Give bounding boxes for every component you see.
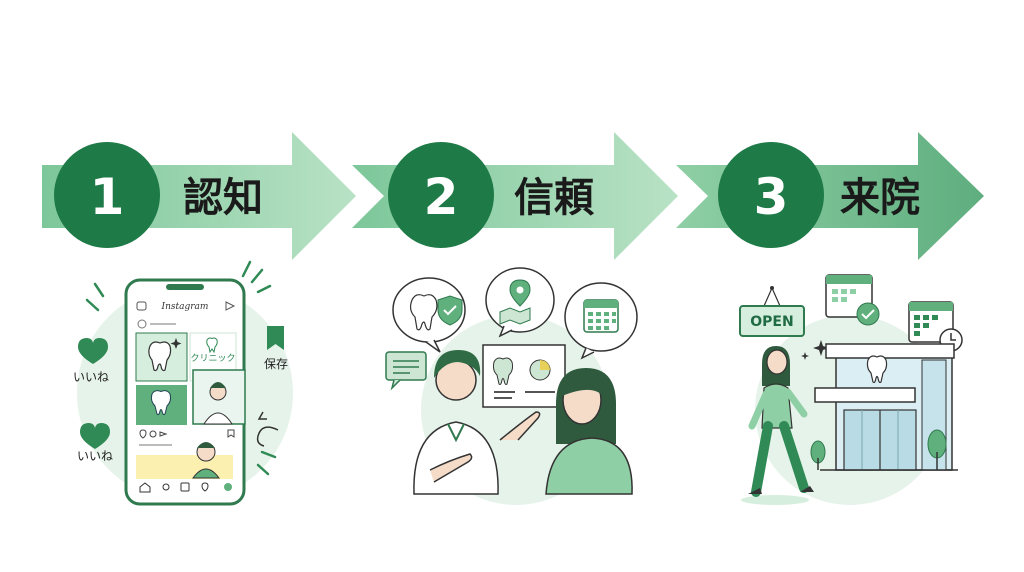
- camera-icon: [136, 301, 147, 311]
- calendar-clock-icon: [908, 301, 963, 352]
- tree-icon: [810, 429, 947, 470]
- like-label-2: いいね: [77, 449, 113, 463]
- step-2-number: 2: [424, 168, 459, 226]
- share-arrow-icon: [256, 426, 279, 447]
- search-icon-small: [162, 483, 170, 491]
- open-sign-text: OPEN: [750, 314, 793, 330]
- send-icon: [225, 301, 236, 311]
- step-1-number: 1: [90, 168, 125, 226]
- instagram-logo-text: Instagram: [161, 302, 209, 312]
- step-1-title: 認知: [183, 175, 263, 221]
- explanation-board: [482, 344, 566, 408]
- home-icon: [139, 482, 151, 493]
- open-sign: OPEN: [739, 286, 805, 337]
- step-3-circle: [718, 142, 824, 248]
- tooth-icon: [148, 341, 172, 372]
- step-2-title: 信頼: [514, 175, 595, 221]
- map-icon: [499, 307, 531, 325]
- heart-icon-small: [139, 429, 147, 439]
- illustration-trust: [385, 267, 638, 505]
- post-clinic-label: クリニック: [190, 353, 235, 364]
- step-2-circle: [388, 142, 494, 248]
- step-3-number: 3: [754, 168, 789, 226]
- illustration-visit: OPEN: [739, 274, 963, 505]
- save-label: 保存: [264, 357, 288, 371]
- like-heart-icon-2: [80, 423, 110, 449]
- like-heart-icon-1: [78, 338, 108, 364]
- walking-patient: [741, 346, 814, 505]
- chat-icon: [385, 351, 427, 381]
- dentist-figure: [413, 350, 541, 495]
- sparkle-icon: [170, 338, 182, 349]
- step-1-circle: [54, 142, 160, 248]
- illustration-awareness: Instagram クリニック: [73, 260, 293, 506]
- calendar-check-icon: [825, 274, 880, 326]
- shield-check-icon: [437, 295, 463, 326]
- bookmark-icon: [267, 326, 284, 350]
- like-label-1: いいね: [73, 370, 109, 384]
- step-3-title: 来院: [840, 175, 920, 221]
- sparkle-icon-2: [813, 340, 829, 356]
- patient-figure: [545, 368, 633, 495]
- tooth-icon-2: [409, 294, 438, 331]
